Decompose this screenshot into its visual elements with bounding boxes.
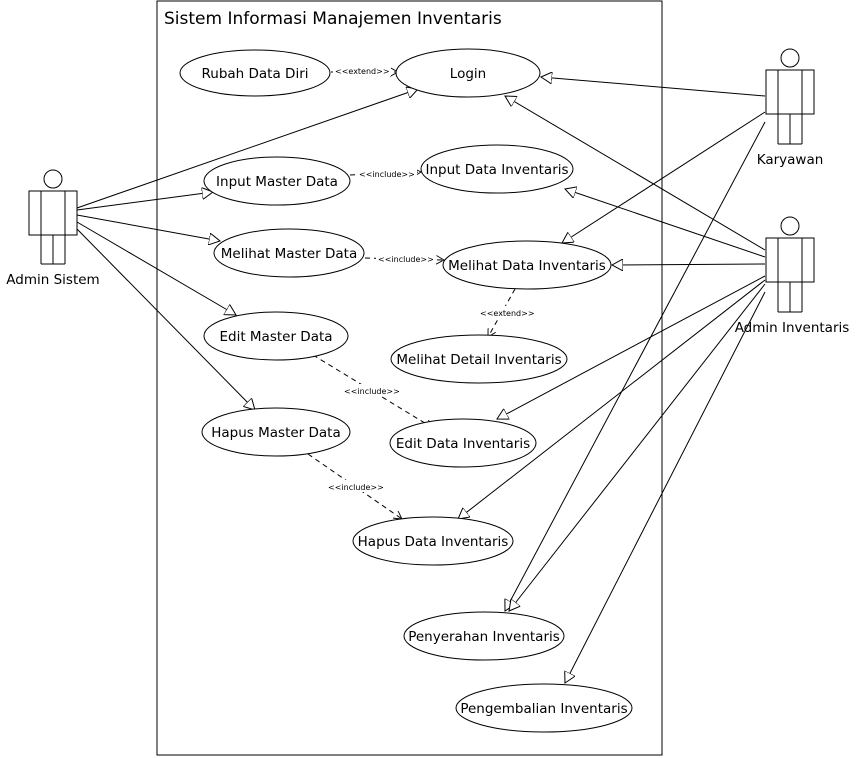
use-case-hapus-master-data [201,407,351,457]
assoc-admin-inv-edit-data-inv [497,275,766,419]
label-hapus-master-data: Hapus Master Data [211,425,341,441]
label-hapus-data-inventaris: Hapus Data Inventaris [358,534,509,550]
label-melihat-detail-inventaris: Melihat Detail Inventaris [396,352,561,368]
actor-head-icon [780,48,800,68]
stereotype-include-melihat: <<include>> [378,255,434,264]
actor-label-admin-sistem: Admin Sistem [6,272,99,288]
assoc-admin-inv-melihat-data-inv [612,264,766,265]
label-input-data-inventaris: Input Data Inventaris [425,162,568,178]
use-case-input-data-inventaris [420,144,574,194]
assoc-karyawan-penyerahan [505,121,766,611]
label-login: Login [450,66,486,82]
actor-admin-sistem [28,169,78,265]
system-title: Sistem Informasi Manajemen Inventaris [164,9,502,29]
assoc-admin-inv-input-data-inv [565,189,766,258]
assoc-admin-sistem-login [76,89,418,209]
actor-label-karyawan: Karyawan [757,152,824,168]
assoc-admin-sistem-hapus-master [76,228,255,410]
label-melihat-master-data: Melihat Master Data [221,246,358,262]
assoc-admin-sistem-input-master [76,192,213,211]
label-melihat-data-inventaris: Melihat Data Inventaris [448,258,606,274]
stereotype-include-edit: <<include>> [344,387,400,396]
assoc-admin-inv-pengembalian [565,291,766,683]
actor-head-icon [43,169,63,189]
use-case-melihat-detail-inventaris [390,334,568,384]
associations [76,77,766,683]
assoc-karyawan-melihat-data-inv [562,111,766,243]
use-case-labels: Rubah Data Diri Login Input Master Data … [202,66,628,717]
label-edit-master-data: Edit Master Data [219,329,332,345]
label-input-master-data: Input Master Data [216,174,338,190]
assoc-admin-sistem-melihat-master [76,214,220,241]
use-case-penyerahan-inventaris [403,611,565,661]
use-case-hapus-data-inventaris [352,516,514,566]
actor-admin-inventaris [765,216,815,313]
stereotype-labels: <<extend>> <<include>> <<include>> <<ext… [326,64,535,492]
use-case-pengembalian-inventaris [455,683,633,733]
use-case-input-master-data [203,156,351,206]
stereotype-extend-login: <<extend>> [335,67,390,76]
assoc-admin-inv-hapus-data-inv [458,279,766,519]
label-edit-data-inventaris: Edit Data Inventaris [396,436,530,452]
assoc-admin-inv-login [505,96,766,251]
use-case-edit-master-data [203,311,349,361]
use-case-melihat-data-inventaris [442,240,612,290]
label-rubah-data-diri: Rubah Data Diri [202,66,309,82]
assoc-admin-sistem-edit-master [76,221,236,315]
use-case-edit-data-inventaris [389,418,537,468]
label-penyerahan-inventaris: Penyerahan Inventaris [408,629,560,645]
stereotype-include-input: <<include>> [359,170,415,179]
actor-head-icon [780,216,800,236]
label-pengembalian-inventaris: Pengembalian Inventaris [460,701,627,717]
assoc-admin-inv-penyerahan [509,283,766,611]
assoc-karyawan-login [541,77,766,97]
actor-label-admin-inventaris: Admin Inventaris [735,320,850,336]
use-case-melihat-master-data [213,228,365,278]
actor-karyawan [765,48,815,145]
stereotype-extend-detail: <<extend>> [480,309,535,318]
use-case-login [395,48,541,98]
include-edit-master [312,354,433,428]
stereotype-include-hapus: <<include>> [328,483,384,492]
use-case-rubah-data-diri [179,49,331,97]
use-cases [179,48,633,733]
